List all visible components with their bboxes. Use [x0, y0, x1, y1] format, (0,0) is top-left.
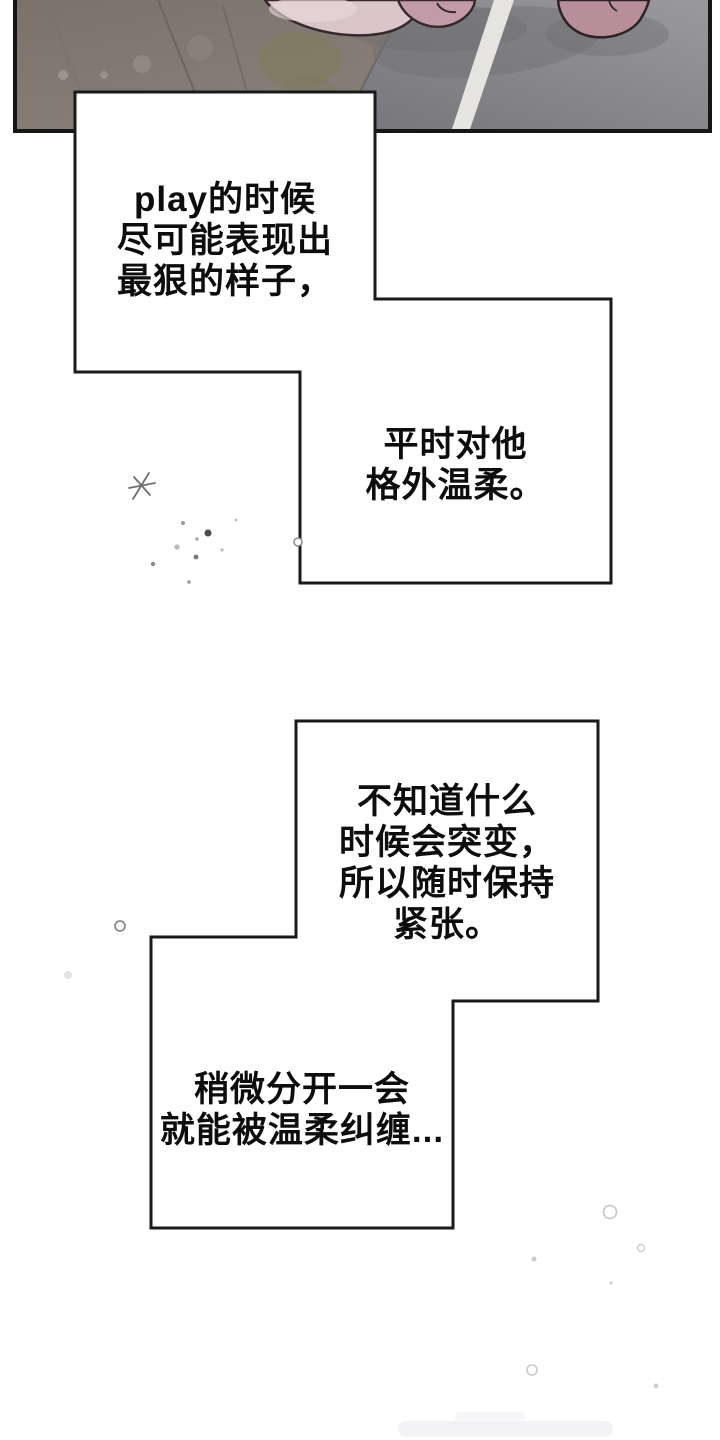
caption-line: 就能被温柔纠缠... [159, 1110, 445, 1150]
thumb-crease [436, 2, 457, 14]
caption-line: 格外温柔。 [365, 466, 546, 505]
background-creases [47, 0, 248, 96]
faint-watermark [398, 1412, 613, 1437]
comic-panel [13, 0, 712, 133]
caption-line: 最狠的样子， [116, 261, 333, 301]
palm-highlight [269, 0, 357, 22]
finger-shape [556, 0, 651, 39]
caption-box-1: play的时候 尽可能表现出 最狠的样子， [75, 92, 375, 380]
thumb-shape [396, 0, 477, 29]
caption-line: 尽可能表现出 [116, 220, 333, 260]
caption-line: 不知道什么 [356, 782, 537, 821]
caption-line: 稍微分开一会 [193, 1069, 410, 1109]
caption-box-3: 不知道什么 时候会突变， 所以随时保持 紧张。 [296, 721, 598, 1003]
bokeh-lights [58, 32, 341, 120]
caption-line: 紧张。 [392, 905, 501, 944]
caption-box-2: 平时对他 格外温柔。 [300, 299, 611, 607]
finger-crease [608, 0, 618, 12]
caption-line: 时候会突变， [338, 823, 555, 862]
panel-artwork [17, 0, 708, 129]
caption-box-4: 稍微分开一会 就能被温柔纠缠... [151, 937, 453, 1255]
hand-fingers-illustration [263, 0, 651, 39]
caption-line: play的时候 [133, 179, 317, 219]
sparkle-icon [128, 472, 156, 500]
caption-line: 所以随时保持 [338, 864, 555, 903]
caption-line: 平时对他 [383, 425, 528, 464]
dust-dots [150, 518, 238, 584]
